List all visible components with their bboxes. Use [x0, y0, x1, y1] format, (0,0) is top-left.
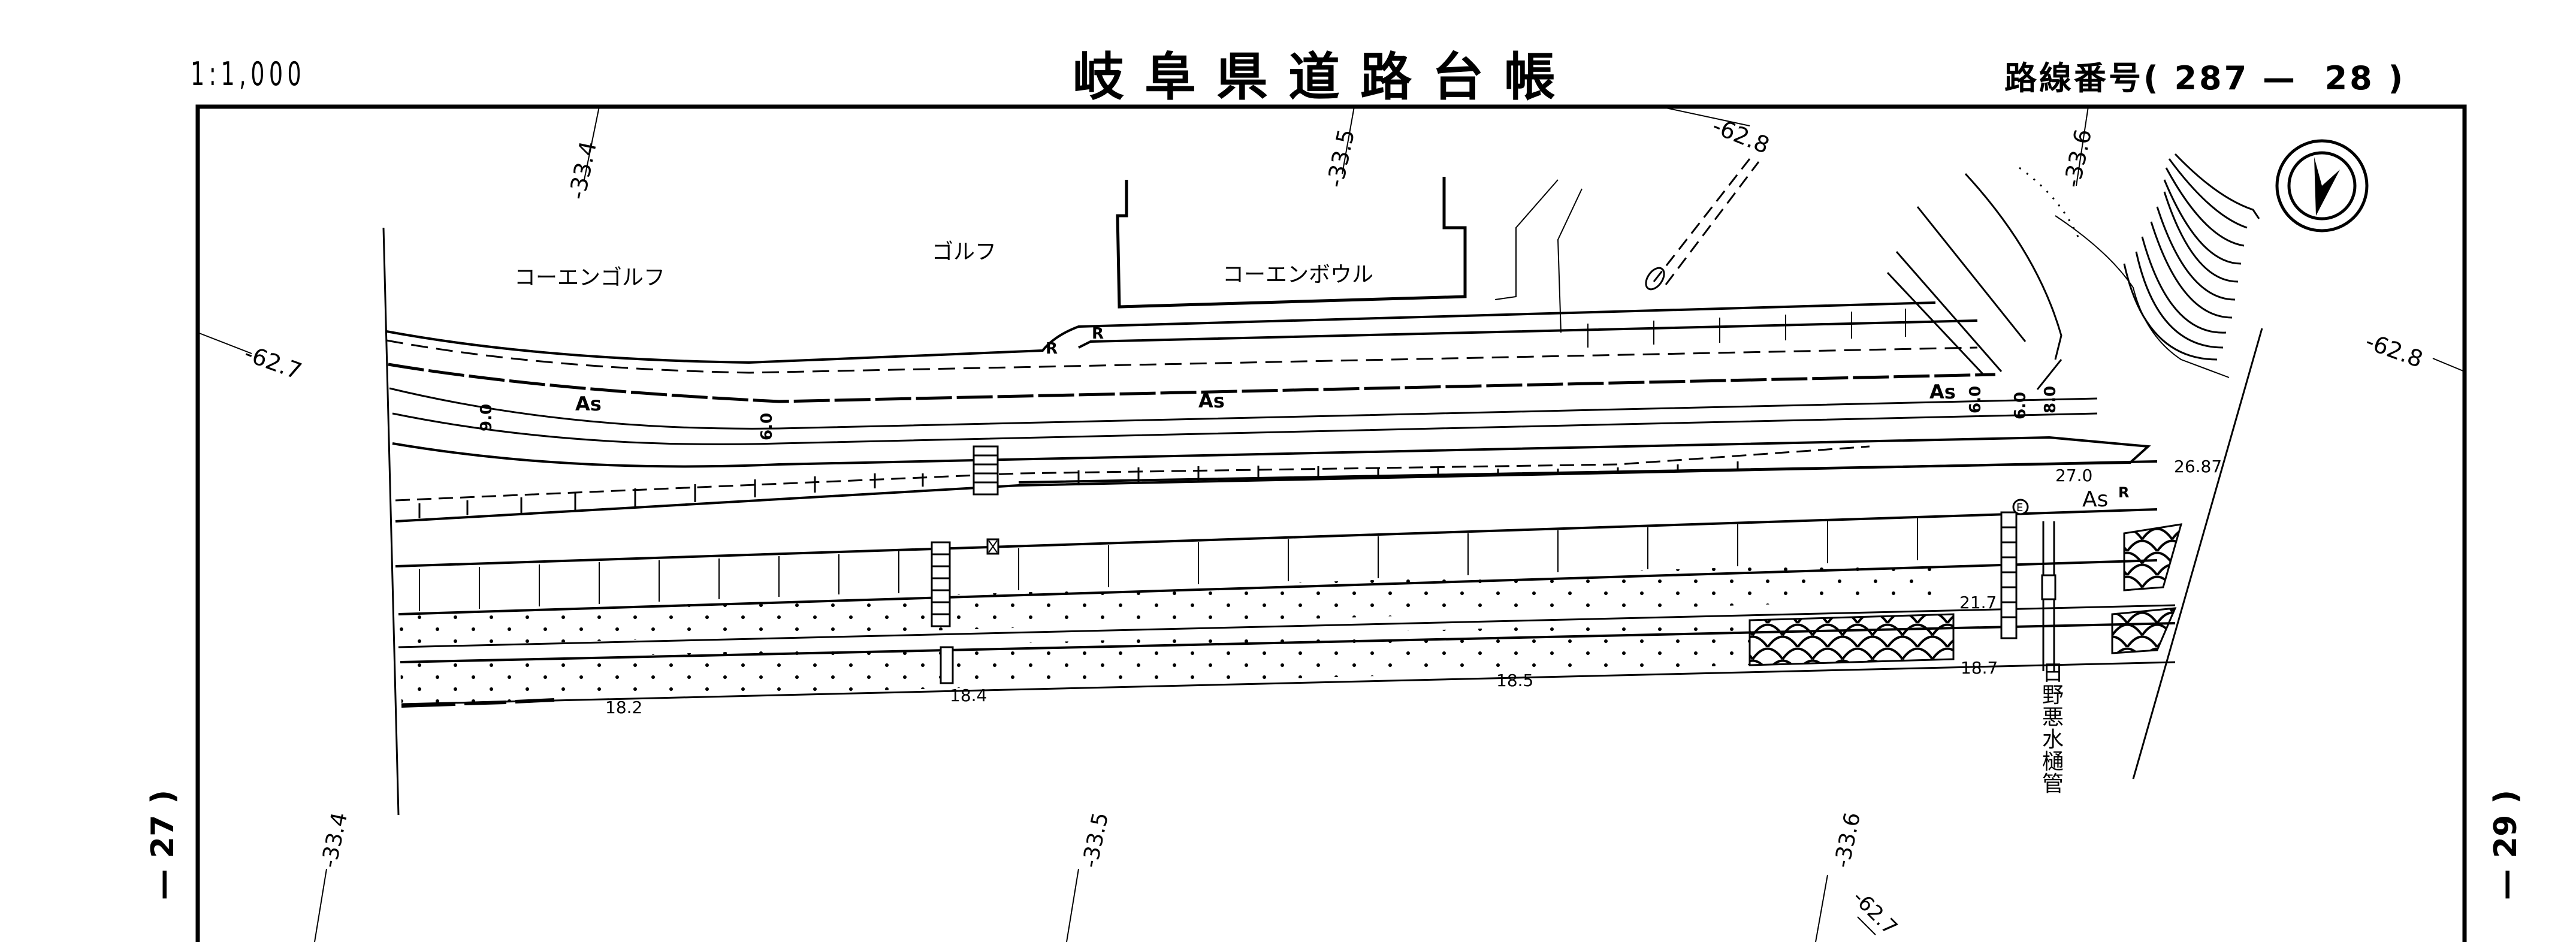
slope-hatch-lower	[419, 518, 1918, 611]
distance-label-26-87: 26.87	[2174, 457, 2222, 476]
grid-label-bottom-4: -62.7	[1848, 886, 1902, 940]
dotted-slope-band-2	[400, 620, 1750, 704]
distance-label-18-5: 18.5	[1496, 671, 1533, 690]
grid-label-top-3: -62.8	[1709, 113, 1774, 159]
hatched-slope-3	[2111, 607, 2177, 654]
label-water-pipe-1: 日	[2042, 661, 2064, 686]
width-label-1: 9.0	[478, 404, 496, 431]
label-water-pipe-4: 水	[2042, 727, 2064, 752]
pavement-label-1: As	[575, 393, 602, 415]
electric-pole-icon	[2012, 499, 2029, 515]
label-water-pipe-3: 悪	[2042, 705, 2064, 730]
grid-label-top-4: -33.6	[2059, 127, 2097, 190]
distance-label-18-2: 18.2	[605, 698, 642, 717]
hatched-slope-1	[1748, 613, 1955, 666]
embankment-end	[1645, 267, 1665, 291]
width-label-5: 8.0	[2042, 386, 2059, 413]
contour-lines	[2123, 153, 2260, 361]
sheet-frame	[195, 104, 2467, 942]
grid-label-top-2: -33.5	[1322, 127, 1360, 190]
map-scale: 1:1,000	[191, 55, 306, 93]
grid-label-bottom-2: -33.5	[1078, 810, 1113, 870]
grid-label-top-1: -33.4	[564, 139, 602, 202]
survey-boundary-left	[382, 227, 400, 816]
driveway-lines	[1494, 179, 1583, 333]
label-bowling: コーエンボウル	[1222, 262, 1373, 287]
grid-label-bottom-3: -33.6	[1830, 810, 1865, 870]
embankment-slash	[1653, 158, 1760, 285]
junction-road	[1886, 173, 2062, 390]
route-number-label: 路線番号	[2004, 59, 2143, 97]
label-water-pipe-2: 野	[2042, 683, 2064, 708]
distance-label-18-7: 18.7	[1961, 658, 1998, 678]
width-label-3: 6.0	[1967, 386, 1985, 413]
pavement-label-3: As	[1929, 381, 1956, 403]
label-golf-course: コーエンゴルフ	[514, 265, 665, 290]
route-number: 路線番号( 287 — 28 )	[2004, 52, 2405, 99]
survey-boundary-right	[2132, 328, 2263, 780]
dotted-slope-band-1	[398, 560, 1935, 647]
grid-label-bottom-1: -33.4	[317, 810, 352, 870]
label-water-pipe-6: 管	[2042, 772, 2064, 796]
grid-lines	[197, 106, 2465, 942]
grid-label-left: -62.7	[241, 340, 305, 385]
curb-radius-1: R	[1046, 340, 1058, 358]
pavement-label-2: As	[1198, 390, 1225, 412]
label-golf: ゴルフ	[932, 240, 996, 264]
terrain-curve	[2055, 215, 2230, 378]
curb-radius-3: R	[2118, 484, 2129, 501]
distance-label-21-7: 21.7	[1959, 593, 1997, 612]
width-label-2: 6.0	[758, 413, 776, 440]
label-water-pipe-5: 樋	[2042, 750, 2064, 774]
grid-label-right: -62.8	[2362, 328, 2426, 373]
upper-road	[386, 301, 2158, 523]
route-number-value: ( 287 — 28 )	[2143, 59, 2406, 97]
pavement-label-4: As	[2082, 487, 2108, 512]
crosswalk-lower	[931, 511, 2018, 684]
hatched-slope-2	[2123, 523, 2183, 591]
width-label-4: 6.0	[2012, 392, 2030, 419]
distance-label-27-0: 27.0	[2055, 466, 2092, 485]
slope-hatch-north-embankment	[1587, 309, 1906, 348]
scale-bar	[401, 698, 555, 708]
bowling-building-outline	[1116, 177, 1467, 309]
curb-radius-2: R	[1092, 325, 1104, 343]
distance-label-18-4: 18.4	[950, 686, 987, 705]
crosswalk-upper	[973, 445, 999, 496]
slope-hatch-upper	[418, 461, 1739, 518]
electric-pole-label: E	[2016, 502, 2023, 514]
sheet-title: 岐阜県道路台帳	[1073, 47, 1576, 107]
north-arrow-icon	[2275, 139, 2369, 233]
